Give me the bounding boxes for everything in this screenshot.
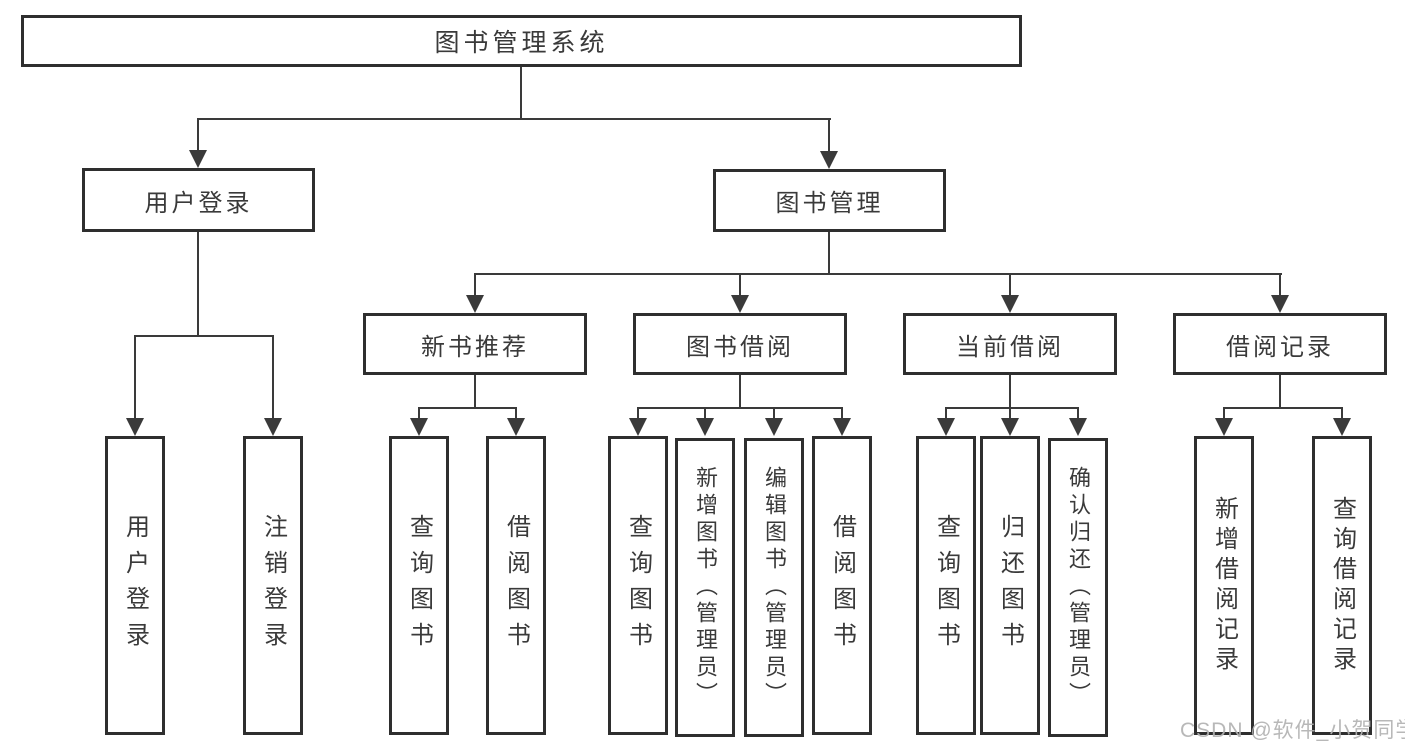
- connector-line: [1077, 409, 1079, 420]
- arrow-down-icon: [1001, 418, 1019, 436]
- leaf-query-borrow-record: 查询借阅记录: [1312, 436, 1372, 735]
- arrow-down-icon: [731, 295, 749, 313]
- arrow-down-icon: [765, 418, 783, 436]
- leaf-label: 注销登录: [259, 513, 287, 658]
- leaf-label: 借阅图书: [828, 513, 856, 658]
- arrow-down-icon: [629, 418, 647, 436]
- connector-line: [945, 407, 1079, 409]
- arrow-down-icon: [126, 418, 144, 436]
- node-label: 图书管理系统: [434, 29, 609, 57]
- arrow-down-icon: [1333, 418, 1351, 436]
- connector-line: [474, 273, 1282, 275]
- connector-line: [134, 335, 274, 337]
- leaf-label: 查询借阅记录: [1328, 495, 1356, 676]
- connector-line: [739, 375, 741, 408]
- leaf-add-book-admin: 新增图书（管理员）: [675, 438, 735, 737]
- connector-line: [197, 118, 831, 120]
- connector-line: [704, 409, 706, 420]
- connector-line: [1009, 409, 1011, 420]
- connector-line: [1009, 375, 1011, 408]
- node-current-borrowing: 当前借阅: [903, 313, 1117, 375]
- connector-line: [1279, 275, 1281, 297]
- node-new-book-recommendation: 新书推荐: [363, 313, 587, 375]
- connector-line: [841, 409, 843, 420]
- node-label: 当前借阅: [956, 333, 1064, 361]
- leaf-query-books-borrow: 查询图书: [608, 436, 668, 735]
- leaf-label: 新增图书（管理员）: [693, 466, 718, 709]
- node-label: 图书管理: [775, 190, 884, 217]
- node-label: 用户登录: [144, 189, 253, 217]
- node-book-borrowing: 图书借阅: [633, 313, 847, 375]
- leaf-borrow-books-recommend: 借阅图书: [486, 436, 546, 735]
- leaf-logout: 注销登录: [243, 436, 303, 735]
- leaf-label: 查询图书: [932, 513, 960, 658]
- connector-line: [474, 375, 476, 408]
- node-library-management-system: 图书管理系统: [21, 15, 1022, 67]
- arrow-down-icon: [1271, 295, 1289, 313]
- leaf-confirm-return-admin: 确认归还（管理员）: [1048, 438, 1108, 737]
- leaf-label: 借阅图书: [502, 513, 530, 658]
- arrow-down-icon: [1215, 418, 1233, 436]
- arrow-down-icon: [696, 418, 714, 436]
- leaf-label: 编辑图书（管理员）: [762, 466, 787, 709]
- leaf-add-borrow-record: 新增借阅记录: [1194, 436, 1254, 735]
- node-label: 借阅记录: [1226, 333, 1334, 361]
- leaf-label: 新增借阅记录: [1210, 495, 1238, 676]
- connector-line: [134, 337, 136, 420]
- connector-line: [418, 407, 517, 409]
- connector-line: [828, 232, 830, 274]
- connector-line: [474, 275, 476, 297]
- leaf-borrow-books: 借阅图书: [812, 436, 872, 735]
- connector-line: [637, 407, 843, 409]
- arrow-down-icon: [833, 418, 851, 436]
- leaf-query-books-recommend: 查询图书: [389, 436, 449, 735]
- leaf-label: 查询图书: [405, 513, 433, 658]
- csdn-watermark: CSDN @软件_小贺同学: [1180, 719, 1405, 742]
- node-book-management: 图书管理: [713, 169, 946, 232]
- arrow-down-icon: [507, 418, 525, 436]
- connector-line: [1223, 407, 1343, 409]
- connector-line: [1279, 375, 1281, 408]
- arrow-down-icon: [189, 150, 207, 168]
- leaf-label: 查询图书: [624, 513, 652, 658]
- node-label: 新书推荐: [421, 333, 529, 361]
- connector-line: [1223, 409, 1225, 420]
- node-borrowing-records: 借阅记录: [1173, 313, 1387, 375]
- node-label: 图书借阅: [686, 333, 794, 361]
- connector-line: [828, 120, 830, 153]
- arrow-down-icon: [264, 418, 282, 436]
- arrow-down-icon: [1069, 418, 1087, 436]
- arrow-down-icon: [410, 418, 428, 436]
- connector-line: [515, 409, 517, 420]
- arrow-down-icon: [1001, 295, 1019, 313]
- leaf-label: 确认归还（管理员）: [1066, 466, 1091, 709]
- arrow-down-icon: [820, 151, 838, 169]
- leaf-user-login: 用户登录: [105, 436, 165, 735]
- arrow-down-icon: [466, 295, 484, 313]
- connector-line: [1341, 409, 1343, 420]
- arrow-down-icon: [937, 418, 955, 436]
- connector-line: [637, 409, 639, 420]
- connector-line: [272, 337, 274, 420]
- connector-line: [1009, 275, 1011, 297]
- leaf-return-books: 归还图书: [980, 436, 1040, 735]
- connector-line: [197, 232, 199, 336]
- leaf-label: 归还图书: [996, 513, 1024, 658]
- connector-line: [739, 275, 741, 297]
- connector-line: [945, 409, 947, 420]
- leaf-label: 用户登录: [121, 513, 149, 658]
- connector-line: [520, 67, 522, 118]
- leaf-edit-book-admin: 编辑图书（管理员）: [744, 438, 804, 737]
- leaf-query-books-current: 查询图书: [916, 436, 976, 735]
- node-user-login: 用户登录: [82, 168, 315, 232]
- connector-line: [197, 120, 199, 152]
- connector-line: [418, 409, 420, 420]
- connector-line: [773, 409, 775, 420]
